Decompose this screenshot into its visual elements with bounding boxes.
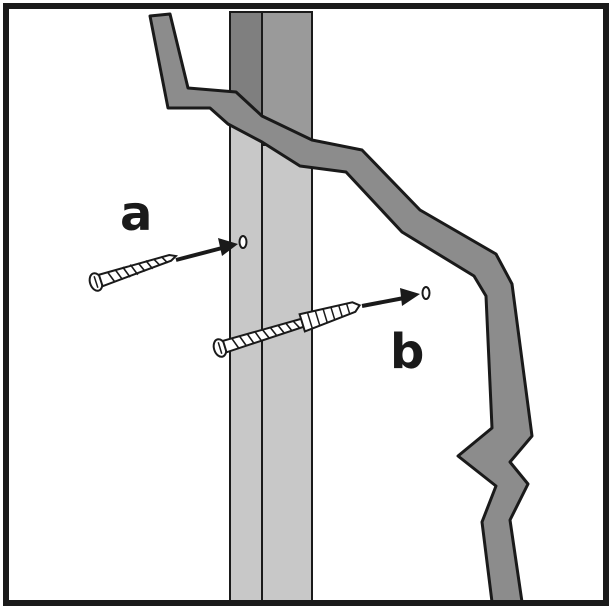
- pilot-hole-b: [421, 286, 431, 300]
- frame-border: [3, 3, 609, 606]
- arrow-b: [361, 288, 420, 308]
- screw-with-wall-anchor-icon: [212, 301, 362, 358]
- label-b: b: [390, 324, 424, 380]
- label-a: a: [120, 186, 152, 242]
- pilot-hole-a: [238, 235, 248, 249]
- wood-screw-icon: [88, 254, 179, 292]
- stud-upper: [229, 11, 313, 153]
- stud-lower: [229, 121, 313, 603]
- arrow-a: [175, 238, 238, 262]
